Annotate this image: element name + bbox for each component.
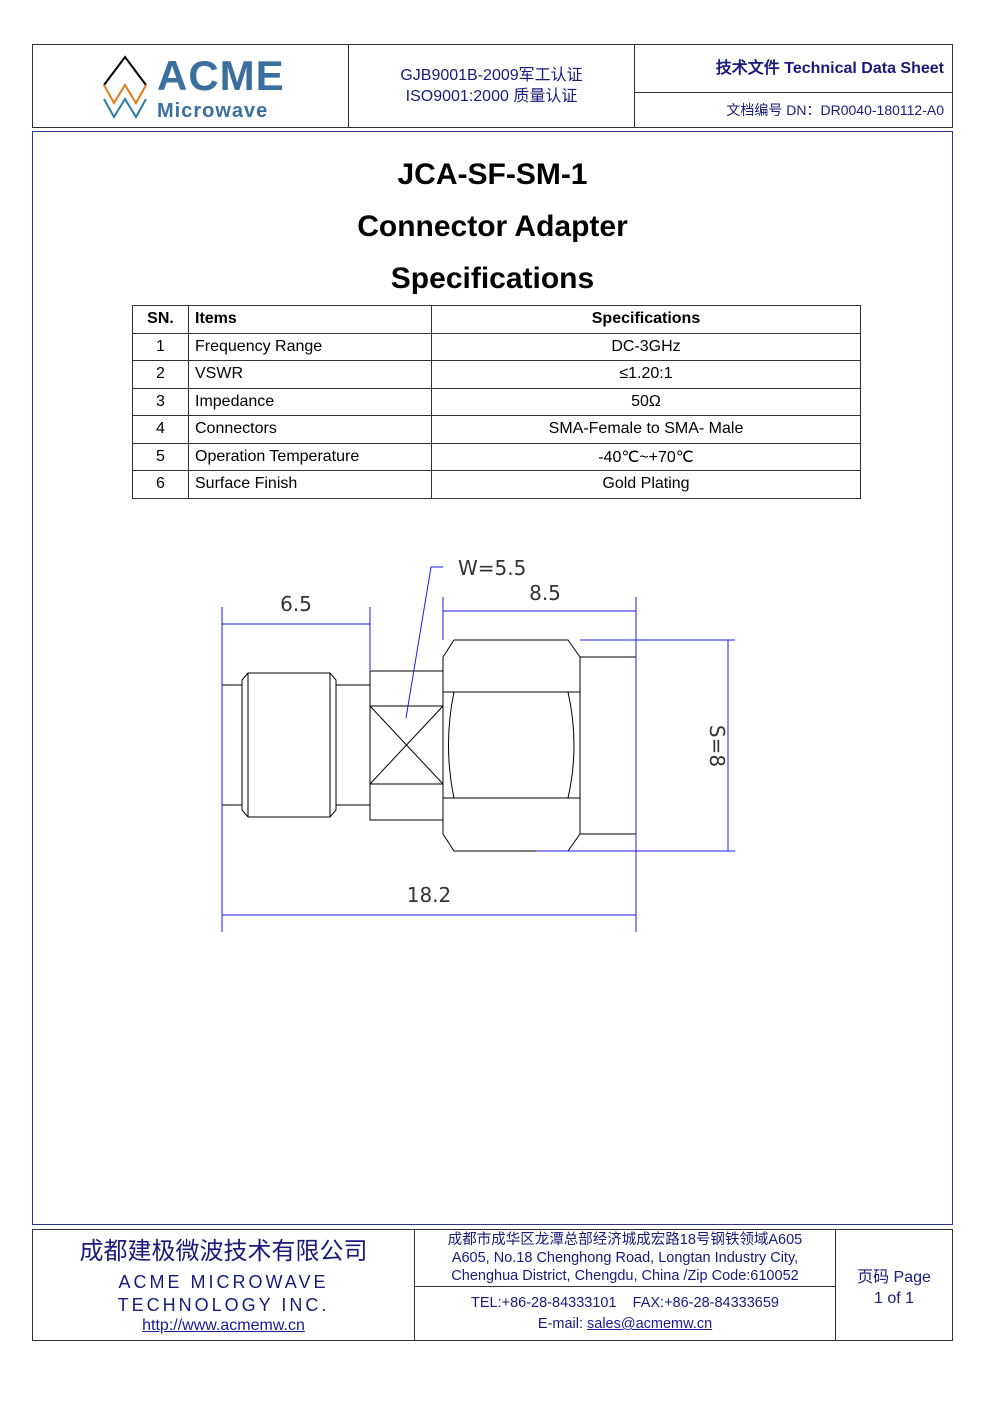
website-link[interactable]: http://www.acmemw.cn: [142, 1317, 305, 1334]
certifications: GJB9001B-2009军工认证 ISO9001:2000 质量认证: [349, 45, 635, 127]
content-frame: JCA-SF-SM-1 Connector Adapter Specificat…: [32, 131, 953, 1225]
company-name-en: ACME MICROWAVE: [118, 1272, 329, 1292]
dim-total: 18.2: [407, 883, 452, 907]
footer: 成都建极微波技术有限公司 ACME MICROWAVE TECHNOLOGY I…: [32, 1229, 953, 1341]
cell-sn: 2: [132, 360, 189, 389]
cell-spec: Gold Plating: [431, 470, 861, 499]
company-name-en-2: TECHNOLOGY INC.: [117, 1295, 330, 1315]
cert-gjb: GJB9001B-2009军工认证: [400, 67, 583, 84]
product-name: Connector Adapter: [357, 210, 628, 243]
cell-item: Operation Temperature: [188, 442, 432, 471]
logo: ACME Microwave: [33, 45, 349, 127]
section-title: Specifications: [390, 262, 595, 295]
cell-sn: 6: [132, 470, 189, 499]
model-title: JCA-SF-SM-1: [397, 158, 588, 191]
cert-iso: ISO9001:2000 质量认证: [405, 88, 578, 105]
logo-text: ACME: [157, 52, 285, 99]
email-label: E-mail:: [537, 1316, 588, 1332]
page-number: 1 of 1: [873, 1290, 915, 1307]
dim-right: 8.5: [529, 581, 561, 605]
dim-s: S=8: [705, 725, 729, 767]
address-en-2: Chenghua District, Chengdu, China /Zip C…: [451, 1268, 799, 1284]
header-items: Items: [188, 305, 432, 334]
doc-number: 文档编号 DN：DR0040-180112-A0: [726, 102, 944, 118]
logo-mark-icon: [103, 55, 147, 119]
header: ACME Microwave GJB9001B-2009军工认证 ISO9001…: [32, 44, 953, 128]
header-specs: Specifications: [431, 305, 861, 334]
tel-fax: TEL:+86-28-84333101 FAX:+86-28-84333659: [471, 1295, 779, 1311]
company-name-cn: 成都建极微波技术有限公司: [79, 1238, 368, 1265]
table-header: SN. Items Specifications: [132, 305, 861, 334]
dim-left: 6.5: [280, 592, 312, 616]
dim-width: W=5.5: [458, 556, 526, 580]
cell-item: Surface Finish: [188, 470, 432, 499]
page-label: 页码 Page: [857, 1269, 931, 1286]
address-cn: 成都市成华区龙潭总部经济城成宏路18号钢铁领域A605: [447, 1232, 803, 1248]
email-link[interactable]: sales@acmemw.cn: [587, 1316, 713, 1332]
header-sn: SN.: [132, 305, 189, 334]
doc-type: 技术文件 Technical Data Sheet: [635, 45, 952, 93]
address-en-1: A605, No.18 Chenghong Road, Longtan Indu…: [451, 1250, 799, 1266]
cell-item: VSWR: [188, 360, 432, 389]
cell-spec: DC-3GHz: [431, 332, 861, 361]
logo-subtext: Microwave: [157, 100, 269, 122]
